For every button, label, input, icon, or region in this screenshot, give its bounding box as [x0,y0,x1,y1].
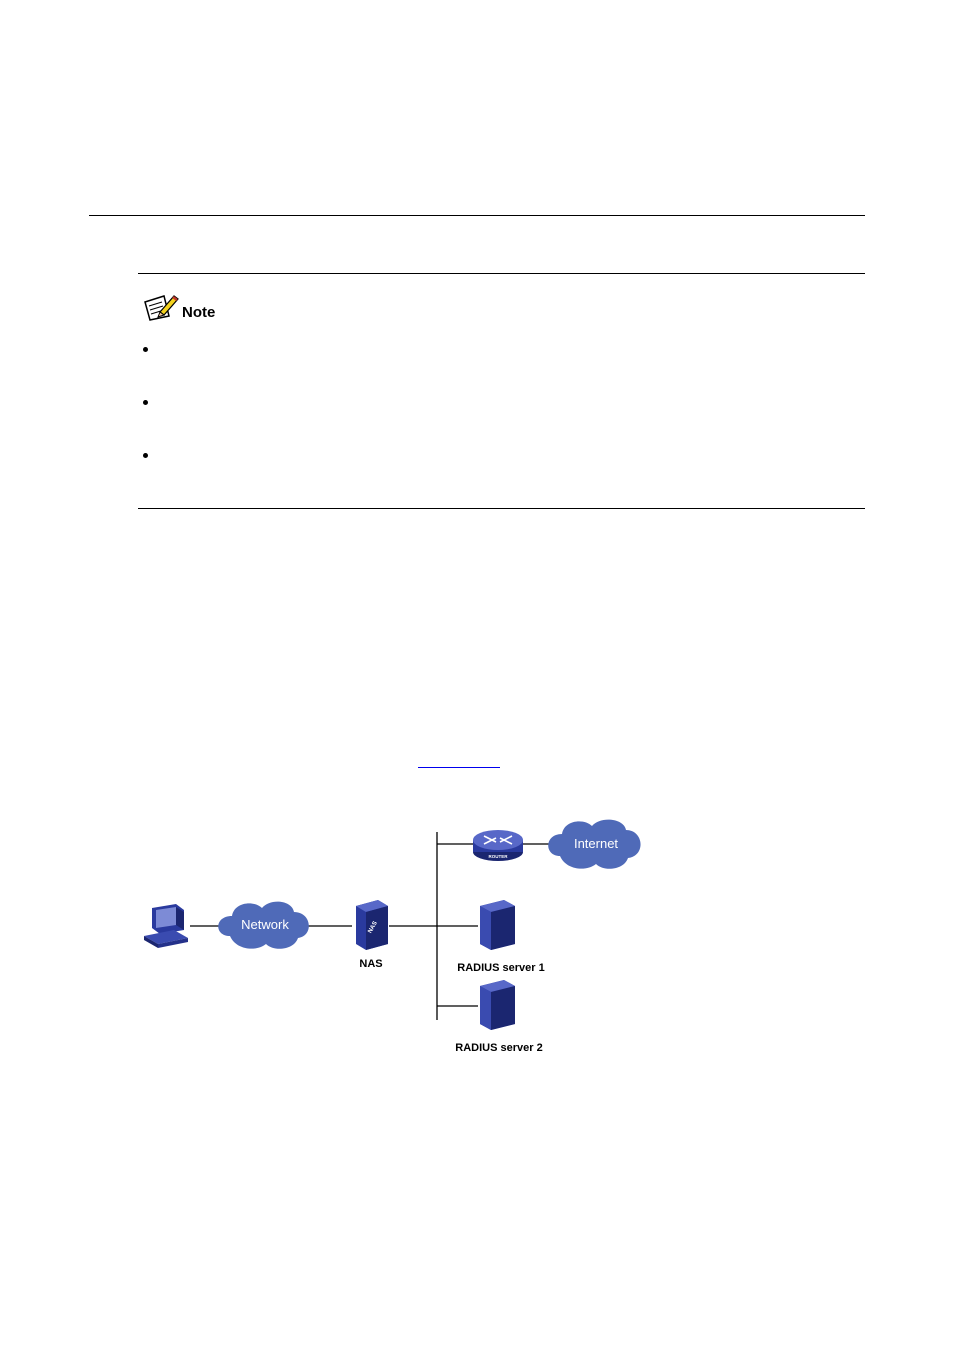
figure-link[interactable] [418,767,500,768]
radius-server-2-label: RADIUS server 2 [455,1042,542,1054]
note-bullet [143,400,148,405]
nas-badge: NAS [367,921,379,935]
internet-cloud: Internet [548,819,641,869]
nas-label: NAS [359,958,382,970]
nas-device: NAS [356,900,388,950]
radius-server-1 [480,900,515,950]
network-cloud: Network [218,901,309,949]
note-bullet [143,453,148,458]
note-bottom-rule [138,508,865,509]
note-pencil-icon [144,295,179,321]
network-cloud-label: Network [241,917,289,932]
internet-cloud-label: Internet [574,836,618,851]
section-rule [89,215,865,216]
radius-server-1-label: RADIUS server 1 [457,962,544,974]
note-top-rule [138,273,865,274]
note-label: Note [182,304,216,321]
note-bullet [143,347,148,352]
pc-icon [144,904,188,948]
router-badge: ROUTER [489,854,509,859]
radius-server-2 [480,980,515,1030]
router-icon: ROUTER [473,830,523,861]
